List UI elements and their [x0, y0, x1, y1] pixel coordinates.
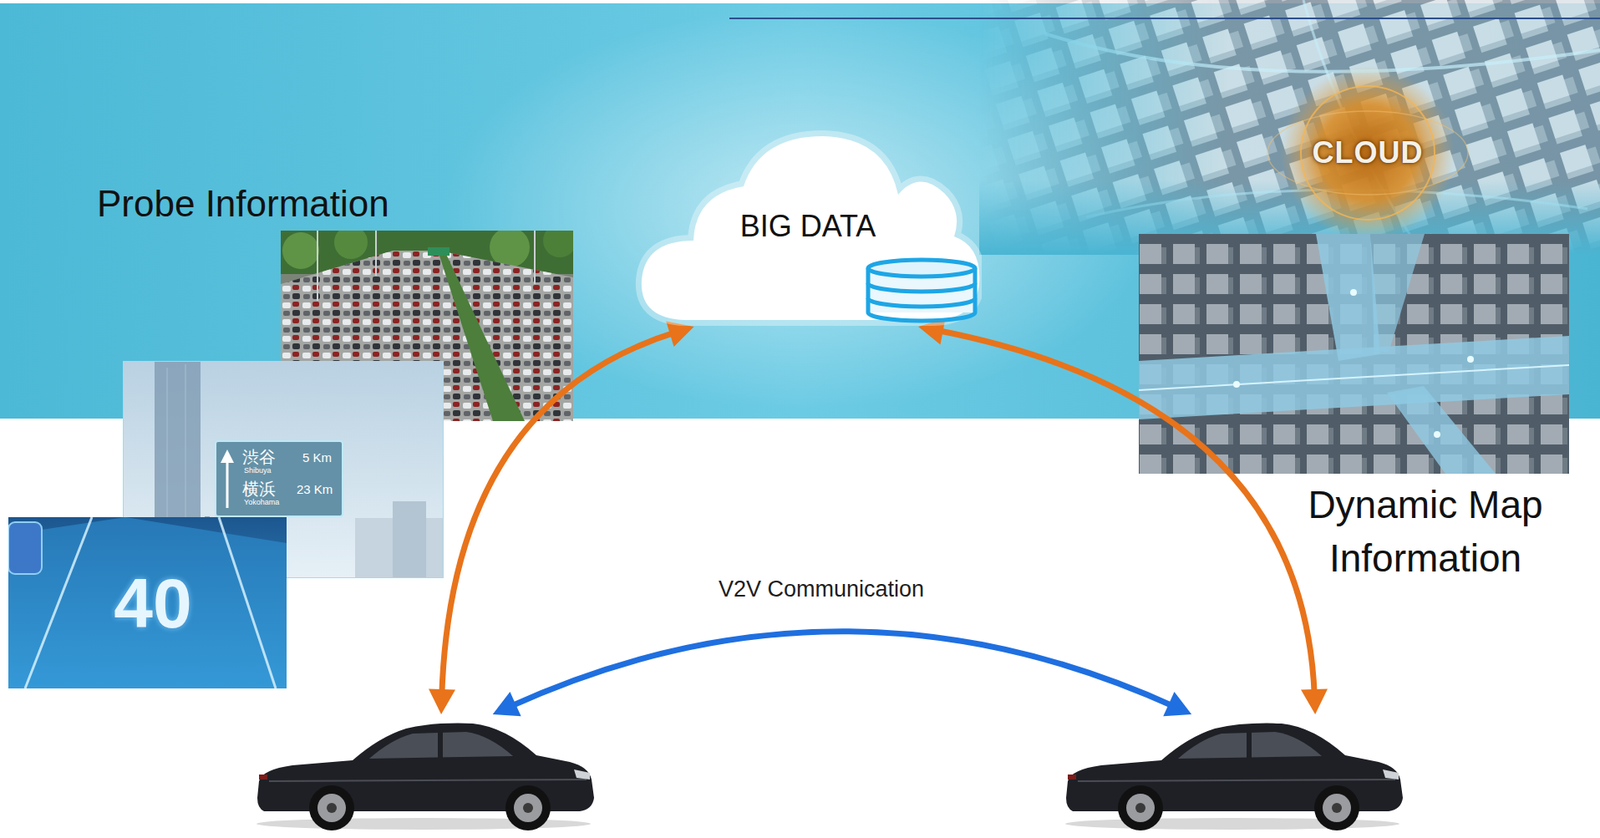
- cloud-word: CLOUD: [1312, 134, 1424, 171]
- arrowhead: [492, 691, 522, 717]
- double-arrow: [492, 631, 1192, 717]
- cloud-glow: [641, 136, 980, 320]
- cloud-node: BIG DATA: [634, 127, 982, 327]
- arrowhead: [1163, 691, 1192, 717]
- map-image: [1138, 233, 1570, 474]
- cloud-title: BIG DATA: [740, 208, 877, 245]
- cloud-orb: [1280, 66, 1455, 240]
- connector-line: [441, 331, 678, 697]
- sign-romaji: Shibuya: [243, 467, 272, 476]
- double-arrow: [918, 318, 1328, 715]
- road-sign: [215, 441, 343, 517]
- connector-line: [935, 330, 1316, 697]
- sign-romaji: Yokohama: [243, 498, 280, 508]
- header-rule: [729, 17, 1600, 20]
- section-heading: Dynamic Map Information: [1274, 477, 1576, 585]
- map-node: Dynamic Map Information: [1138, 233, 1580, 589]
- database-icon: [868, 259, 976, 321]
- speed-photo: [8, 517, 287, 689]
- speed-marking: 40: [113, 568, 192, 639]
- city-illustration: [979, 0, 1600, 255]
- car: [1061, 714, 1405, 832]
- arrowhead: [428, 689, 456, 715]
- sign-distance: 23 Km: [296, 482, 333, 498]
- sign-text: 横浜: [242, 479, 276, 498]
- cloud-outline: [641, 136, 980, 320]
- car-illustration: [256, 723, 595, 831]
- section-heading: Probe Information: [96, 182, 390, 226]
- connector-line: [508, 631, 1176, 708]
- photo-stack: Probe Information: [8, 179, 574, 690]
- sign-distance: 5 Km: [302, 451, 332, 466]
- edge-label: V2V Communication: [713, 575, 930, 603]
- sign-text: 渋谷: [242, 447, 276, 467]
- arrowhead: [1300, 688, 1328, 715]
- car: [252, 714, 596, 832]
- car-illustration: [1065, 723, 1403, 831]
